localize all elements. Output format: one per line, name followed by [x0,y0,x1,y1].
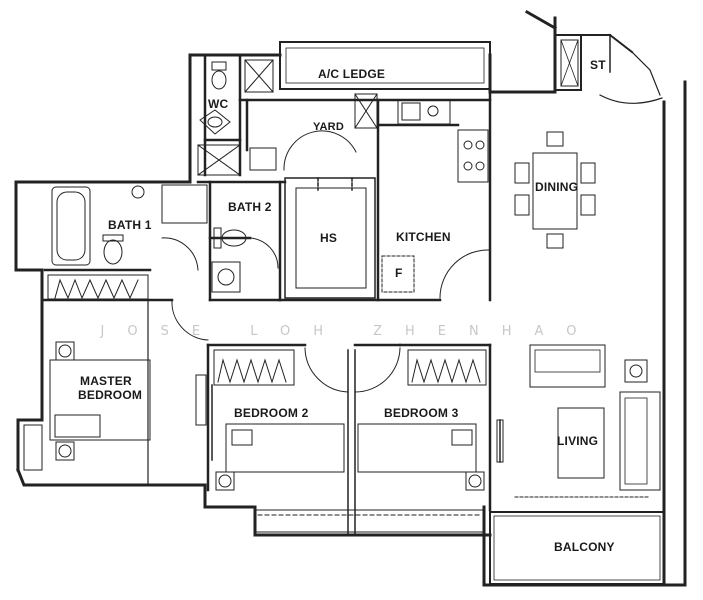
living-furniture [496,344,661,498]
bedroom2-furniture [211,349,345,491]
door-swings [161,130,491,393]
watermark: JOSE LOH ZHENHAO [100,324,600,339]
ac-ledge-label: A/C LEDGE [318,67,386,81]
fridge-label: F [395,266,403,280]
bedroom3-furniture [357,349,487,491]
bath1-label: BATH 1 [108,218,152,232]
bath2-label: BATH 2 [228,200,272,214]
wc-fixtures [197,59,274,176]
master-bedroom-label-line2: BEDROOM [78,388,143,402]
bedroom3-label: BEDROOM 3 [384,406,459,420]
yard-fixtures [249,93,378,171]
living-label: LIVING [557,434,599,448]
store-label: ST [590,58,606,72]
wc-label: WC [208,97,229,111]
kitchen-label: KITCHEN [396,230,451,244]
interior-walls [41,53,492,536]
bay-window [254,509,486,533]
ac-ledge-outline [279,41,491,90]
balcony-outline [489,511,665,585]
bath1-fixtures [51,184,208,266]
kitchen-fixtures [381,99,489,293]
dining-label: DINING [535,180,579,194]
household-shelter [284,177,376,299]
bedroom2-label: BEDROOM 2 [234,406,309,420]
balcony-label: BALCONY [554,540,615,554]
yard-label: YARD [313,121,344,133]
master-bedroom-label-line1: MASTER [80,374,132,388]
store-outline [556,33,663,104]
master-bedroom-furniture [23,274,207,471]
dining-set [514,131,596,249]
bath2-fixtures [211,227,247,293]
hs-label: HS [320,231,338,245]
